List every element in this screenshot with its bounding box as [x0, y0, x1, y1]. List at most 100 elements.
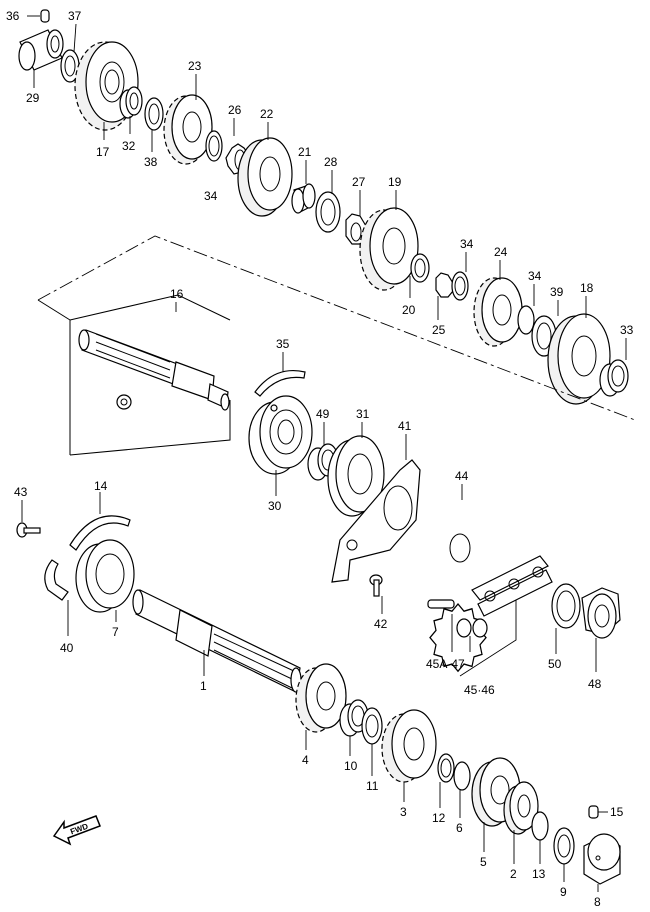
callout-12: 12 — [432, 811, 446, 825]
callout-40: 40 — [60, 641, 74, 655]
callout-17: 17 — [96, 145, 110, 159]
part-5-gear — [471, 757, 521, 827]
part-28-washer — [315, 191, 341, 233]
part-18-gear — [547, 313, 611, 405]
part-22-gear — [237, 137, 293, 217]
callout-10: 10 — [344, 759, 358, 773]
part-1-main-shaft — [132, 589, 302, 693]
callout-20: 20 — [402, 303, 416, 317]
part-19-gear — [359, 207, 419, 291]
assembly-frame — [37, 235, 636, 456]
part-43-screw — [16, 522, 41, 538]
part-36-pin — [40, 9, 50, 23]
upper-gear-stack — [18, 9, 629, 405]
callout-33: 33 — [620, 323, 634, 337]
part-35-snap-ring — [254, 370, 306, 397]
part-45-chain — [471, 555, 553, 617]
callout-45-46: 45·46 — [464, 683, 495, 697]
callout-35: 35 — [276, 337, 290, 351]
part-20-circlip — [410, 253, 430, 283]
callout-37: 37 — [68, 9, 82, 23]
callout-21: 21 — [298, 145, 312, 159]
callout-11: 11 — [366, 779, 379, 793]
callout-34-c: 34 — [528, 269, 542, 283]
callout-2: 2 — [510, 867, 517, 881]
part-48-nut — [581, 587, 621, 639]
callout-34-b: 34 — [460, 237, 474, 251]
part-37-washer — [60, 49, 80, 83]
callout-9: 9 — [560, 885, 567, 899]
part-34-circlip — [517, 305, 535, 335]
part-9-washer — [553, 827, 575, 865]
part-42-bolt — [369, 574, 383, 597]
callout-24: 24 — [494, 245, 508, 259]
callout-49: 49 — [316, 407, 330, 421]
leader-lines — [21, 15, 627, 892]
callout-13: 13 — [532, 867, 546, 881]
part-45a-joint — [427, 599, 488, 638]
callout-25: 25 — [432, 323, 446, 337]
part-44-sprocket — [429, 533, 487, 673]
callout-23: 23 — [188, 59, 202, 73]
callout-48: 48 — [588, 677, 602, 691]
callout-44: 44 — [455, 469, 469, 483]
part-24-gear — [473, 277, 523, 347]
part-41-plate — [331, 459, 421, 583]
callout-30: 30 — [268, 499, 282, 513]
part-40-stopper — [44, 559, 69, 601]
callout-26: 26 — [228, 103, 242, 117]
callout-50: 50 — [548, 657, 562, 671]
callout-42: 42 — [374, 617, 388, 631]
part-3-gear — [381, 709, 437, 783]
part-6-circlip — [453, 761, 471, 791]
callout-39: 39 — [550, 285, 564, 299]
callout-8: 8 — [594, 895, 601, 909]
callout-34-a: 34 — [204, 189, 218, 203]
callout-14: 14 — [94, 479, 108, 493]
callout-32: 32 — [122, 139, 136, 153]
part-38-washer — [144, 97, 164, 131]
callout-6: 6 — [456, 821, 463, 835]
part-8-cap — [583, 833, 621, 885]
part-16-nut — [116, 394, 132, 410]
callout-31: 31 — [356, 407, 370, 421]
callout-18: 18 — [580, 281, 594, 295]
callout-4: 4 — [302, 753, 309, 767]
part-11-washer — [361, 707, 383, 745]
callout-28: 28 — [324, 155, 338, 169]
part-16-countershaft — [78, 329, 230, 411]
callout-1: 1 — [200, 679, 207, 693]
part-15-pin — [588, 805, 599, 819]
part-21-bushing — [291, 183, 316, 214]
callout-3: 3 — [400, 805, 407, 819]
part-50-washer — [551, 583, 581, 629]
part-31-oil-seal — [327, 435, 385, 517]
part-25-washer — [435, 271, 469, 301]
callout-5: 5 — [480, 855, 487, 869]
part-29-bushing — [18, 29, 64, 71]
part-33-bushing — [599, 359, 629, 397]
part-12-washer — [437, 753, 455, 783]
callout-36: 36 — [6, 9, 20, 23]
part-4-gear — [295, 663, 347, 733]
callout-19: 19 — [388, 175, 402, 189]
callout-38: 38 — [144, 155, 158, 169]
callout-7: 7 — [112, 625, 119, 639]
callout-16: 16 — [170, 287, 184, 301]
part-23-gear — [163, 94, 213, 165]
callout-15: 15 — [610, 805, 624, 819]
callout-27: 27 — [352, 175, 366, 189]
part-14-snap-ring — [69, 515, 131, 551]
part-7-bearing — [75, 539, 135, 613]
part-13-circlip — [531, 811, 549, 841]
callout-43: 43 — [14, 485, 28, 499]
callout-labels: 36 37 29 17 32 38 23 26 22 34 21 28 27 1… — [6, 9, 634, 909]
part-2-gear — [503, 781, 539, 835]
fwd-arrow-icon: FWD — [52, 815, 101, 846]
callout-22: 22 — [260, 107, 274, 121]
part-32-collar — [119, 86, 143, 119]
callout-41: 41 — [398, 419, 412, 433]
callout-29: 29 — [26, 91, 40, 105]
part-30-bearing — [248, 395, 313, 475]
